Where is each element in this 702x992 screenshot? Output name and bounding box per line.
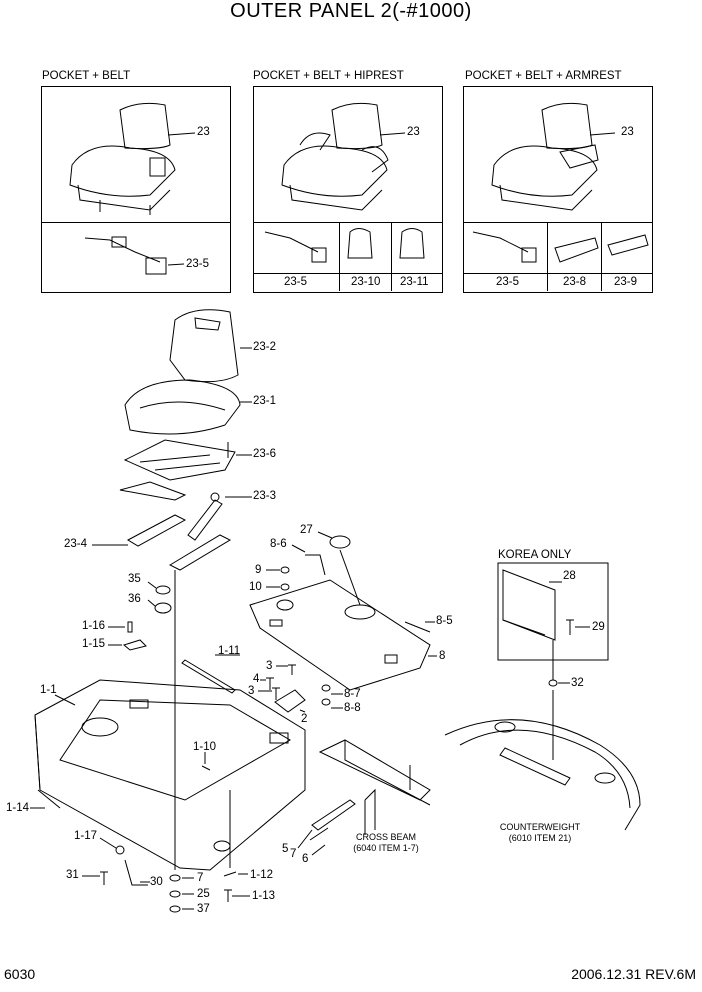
callout-23-2: 23-2 — [253, 341, 277, 353]
callout-23-5: 23-5 — [496, 276, 520, 288]
outer-panel-part — [34, 679, 306, 871]
page-title: OUTER PANEL 2(-#1000) — [230, 0, 472, 22]
callout-23-9: 23-9 — [614, 276, 638, 288]
divider — [547, 222, 548, 291]
callout-7: 7 — [290, 848, 297, 860]
callout-31: 31 — [66, 869, 79, 881]
seat-icon — [264, 102, 425, 263]
callout-1-17: 1-17 — [74, 830, 98, 842]
plate-part — [502, 569, 562, 641]
variant-label-2: POCKET + BELT + HIPREST — [253, 70, 404, 82]
handle-part — [305, 554, 326, 576]
callout-23-10: 23-10 — [351, 276, 381, 288]
callout-4: 4 — [253, 673, 260, 685]
callout-23-11: 23-11 — [400, 276, 429, 288]
callout-1-15: 1-15 — [82, 638, 106, 650]
callout-6: 6 — [302, 853, 309, 865]
divider — [463, 222, 652, 223]
divider — [253, 273, 442, 274]
callout-23-1: 23-1 — [253, 395, 277, 407]
callout-37: 37 — [197, 903, 210, 915]
strip-part — [181, 659, 236, 694]
gas-spring-part — [311, 799, 356, 831]
grommet-part — [154, 602, 172, 614]
variant-box-3 — [463, 86, 653, 293]
variant-box-2 — [253, 86, 443, 293]
shock-part — [187, 492, 252, 541]
page-number: 6030 — [4, 966, 36, 982]
seat-icon — [69, 102, 196, 215]
plug-part — [155, 585, 171, 595]
callout-27: 27 — [300, 524, 313, 536]
callout-8-6: 8-6 — [270, 538, 287, 550]
bracket-part — [274, 689, 306, 713]
revision-label: 2006.12.31 REV.6M — [571, 966, 696, 982]
counterweight-note: COUNTERWEIGHT (6010 ITEM 21) — [495, 822, 585, 844]
callout-2: 2 — [301, 713, 308, 725]
rails-part — [92, 514, 232, 870]
callout-23-5: 23-5 — [186, 258, 210, 270]
cover-part — [249, 579, 437, 691]
callout-3: 3 — [248, 685, 255, 697]
divider — [253, 222, 442, 223]
callout-1-1: 1-1 — [40, 684, 57, 696]
callout-1-11: 1-11 — [218, 645, 241, 657]
seat-icon — [472, 102, 649, 263]
callout-1-14: 1-14 — [6, 802, 30, 814]
backrest-part — [169, 309, 252, 383]
suspension-part — [119, 439, 252, 501]
callout-23-8: 23-8 — [563, 276, 587, 288]
cross-beam-label: CROSS BEAM — [355, 832, 416, 842]
callout-23-4: 23-4 — [64, 538, 88, 550]
divider — [463, 273, 652, 274]
cross-beam-part — [318, 739, 431, 835]
callout-1-13: 1-13 — [252, 890, 276, 902]
callout-23-5: 23-5 — [284, 276, 308, 288]
callout-23: 23 — [407, 126, 420, 138]
korea-only-label: KOREA ONLY — [498, 549, 572, 561]
callout-9: 9 — [255, 564, 262, 576]
belt-icon — [84, 236, 185, 275]
cross-beam-note: CROSS BEAM (6040 ITEM 1-7) — [351, 832, 421, 854]
counterweight-label: COUNTERWEIGHT — [499, 822, 581, 832]
callout-29: 29 — [592, 621, 605, 633]
callout-36: 36 — [128, 593, 141, 605]
callout-5: 5 — [282, 843, 289, 855]
cushion-part — [124, 379, 252, 435]
cap-part — [329, 535, 351, 549]
callout-10: 10 — [249, 581, 262, 593]
callout-8-5: 8-5 — [436, 615, 453, 627]
callout-8-8: 8-8 — [344, 702, 361, 714]
variant-label-1: POCKET + BELT — [42, 70, 131, 82]
counterweight-ref: (6010 ITEM 21) — [508, 833, 572, 843]
callout-1-12: 1-12 — [250, 869, 274, 881]
counterweight-part — [444, 719, 641, 831]
callout-3: 3 — [266, 660, 273, 672]
callout-8-7: 8-7 — [344, 688, 361, 700]
callout-35: 35 — [128, 573, 141, 585]
callout-32: 32 — [571, 677, 584, 689]
callout-25: 25 — [197, 888, 210, 900]
callout-30: 30 — [150, 876, 163, 888]
callout-7: 7 — [197, 872, 204, 884]
divider — [391, 222, 392, 291]
divider — [339, 222, 340, 291]
divider — [601, 222, 602, 291]
callout-8: 8 — [439, 650, 446, 662]
callout-28: 28 — [563, 570, 576, 582]
callout-23-6: 23-6 — [253, 448, 277, 460]
callout-23: 23 — [197, 126, 210, 138]
callout-23-3: 23-3 — [253, 490, 277, 502]
variant-box-1 — [41, 86, 231, 293]
variant-label-3: POCKET + BELT + ARMREST — [465, 70, 622, 82]
callout-23: 23 — [621, 126, 634, 138]
callout-1-10: 1-10 — [193, 741, 217, 753]
callout-1-16: 1-16 — [82, 620, 106, 632]
cross-beam-ref: (6040 ITEM 1-7) — [353, 843, 419, 853]
divider — [41, 222, 230, 223]
